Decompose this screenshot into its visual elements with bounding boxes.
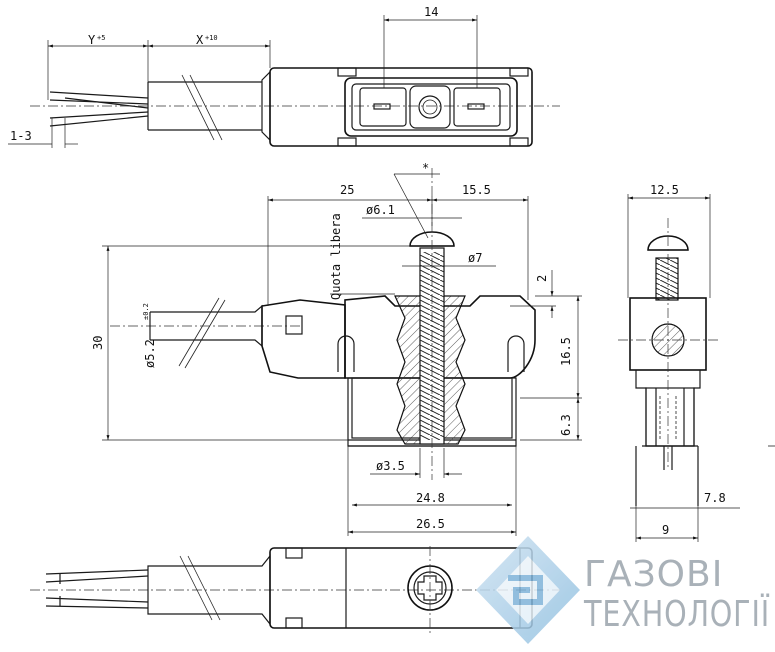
dim-24-8: 24.8 bbox=[416, 491, 445, 505]
logo-line-2: ТЕХНОЛОГІЇ bbox=[583, 593, 770, 635]
gas-tech-diamond-icon bbox=[476, 536, 580, 644]
dim-screw-thread: ø7 bbox=[468, 251, 482, 265]
dim-cable-tol: ±0.2 bbox=[142, 303, 150, 320]
logo-line-1: ГАЗОВІ bbox=[584, 554, 723, 595]
dim-9: 9 bbox=[662, 523, 669, 537]
company-logo: ГАЗОВІ ТЕХНОЛОГІЇ bbox=[476, 536, 770, 644]
dim-25: 25 bbox=[340, 183, 354, 197]
top-view: 14 Y +5 X +10 1-3 bbox=[8, 5, 560, 148]
front-view: 25 15.5 * ø6.1 ø7 Quota libera 2 16.5 6.… bbox=[91, 161, 582, 536]
dim-top-14: 14 bbox=[424, 5, 438, 19]
dim-screw-head: ø6.1 bbox=[366, 203, 395, 217]
dim-12-5: 12.5 bbox=[650, 183, 679, 197]
side-view: 12.5 7.8 9 bbox=[618, 183, 775, 542]
dim-x: X bbox=[196, 33, 204, 47]
dim-y: Y bbox=[88, 33, 96, 47]
dim-x-tol: +10 bbox=[205, 34, 218, 42]
dim-strip: 1-3 bbox=[10, 129, 32, 143]
dim-cable-dia: ø5.2 bbox=[143, 339, 157, 368]
dim-16-5: 16.5 bbox=[559, 337, 573, 366]
dim-15-5: 15.5 bbox=[462, 183, 491, 197]
dim-7-8: 7.8 bbox=[704, 491, 726, 505]
dim-asterisk: * bbox=[422, 161, 429, 175]
bottom-view bbox=[30, 546, 560, 634]
dim-6-3: 6.3 bbox=[559, 414, 573, 436]
dim-pin-dia: ø3.5 bbox=[376, 459, 405, 473]
dim-26-5: 26.5 bbox=[416, 517, 445, 531]
dim-y-tol: +5 bbox=[97, 34, 105, 42]
dim-2: 2 bbox=[535, 275, 549, 282]
label-quota-libera: Quota libera bbox=[329, 213, 343, 300]
dim-30: 30 bbox=[91, 336, 105, 350]
